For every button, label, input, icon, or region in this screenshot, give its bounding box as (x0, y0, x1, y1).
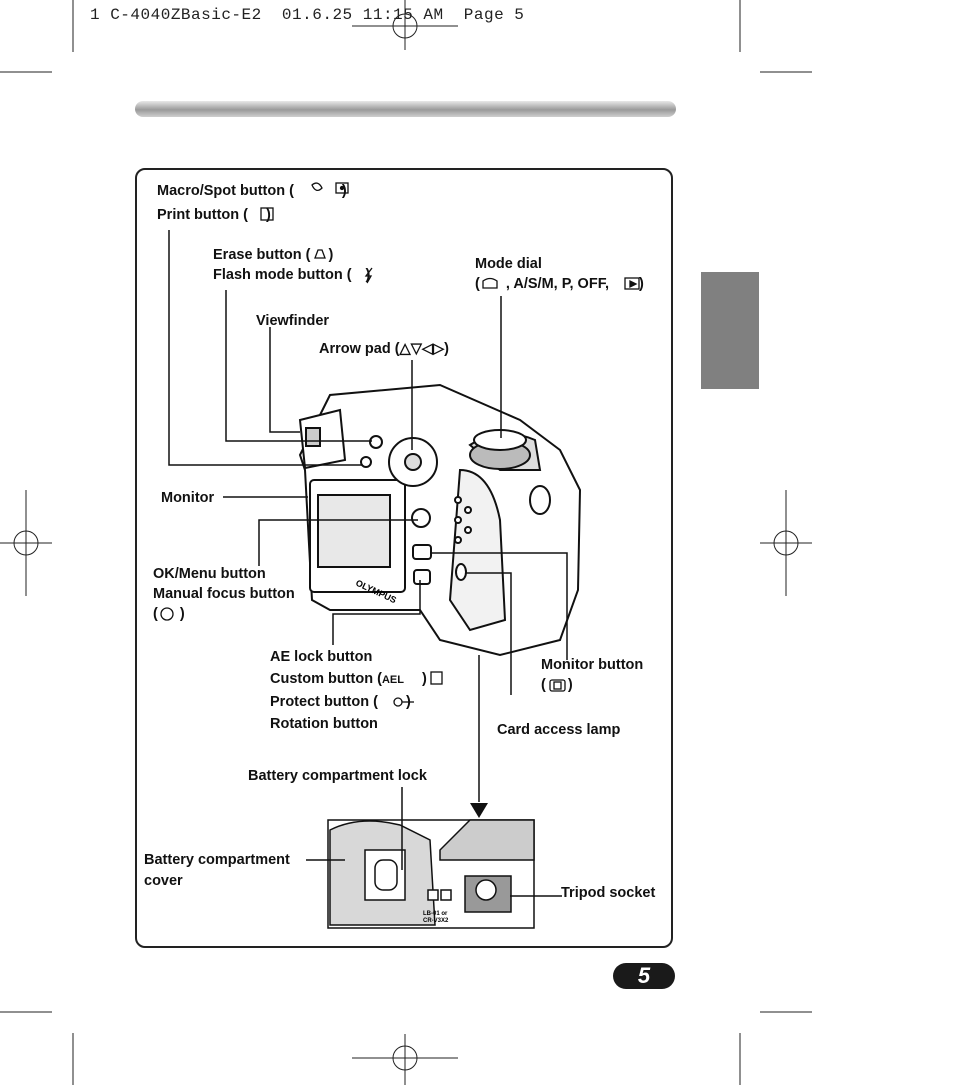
print-header: 1 C-4040ZBasic-E2 01.6.25 11:15 AM Page … (90, 6, 525, 24)
ae-lock-label: AE lock button (270, 649, 373, 665)
playback-icon (624, 277, 640, 290)
rotation-label: Rotation button (270, 716, 378, 732)
manual-focus-label: Manual focus button (153, 586, 295, 602)
flash-label: Flash mode button () (213, 267, 371, 283)
battery-text-1: LB-01 or (423, 911, 448, 917)
ok-menu-icon (160, 607, 174, 621)
print-icon (260, 207, 274, 221)
custom-label: Custom button (AEL) (270, 671, 427, 687)
tripod-label: Tripod socket (561, 885, 656, 901)
flash-icon (364, 267, 373, 284)
section-bar (135, 101, 676, 117)
battery-lock-label: Battery compartment lock (248, 768, 427, 784)
arrow-pad-label: Arrow pad (△▽◁▷) (319, 341, 449, 357)
print-label: Print button () (157, 207, 271, 223)
card-lamp-label: Card access lamp (497, 722, 621, 738)
monitor-label: Monitor (161, 490, 215, 506)
scene-icon (482, 277, 498, 289)
ok-menu-label: OK/Menu button (153, 566, 266, 582)
monitor-button-icon-label: () (541, 677, 573, 693)
chapter-tab (701, 272, 759, 389)
macro-icon (311, 182, 323, 192)
protect-label: Protect button () (270, 694, 411, 710)
mode-dial-label: Mode dial (475, 256, 542, 272)
custom-icon (430, 671, 443, 685)
monitor-button-label: Monitor button (541, 657, 644, 673)
viewfinder-label: Viewfinder (256, 313, 330, 329)
macro-spot-label: Macro/Spot button () (157, 183, 347, 199)
mode-dial-options: (, A/S/M, P, OFF,) (475, 276, 644, 292)
diagram-frame (135, 168, 673, 948)
battery-text-2: CR-V3X2 (423, 918, 449, 924)
bottom-inset (327, 819, 535, 929)
battery-cover-label: Battery compartment (144, 852, 290, 868)
erase-label: Erase button () (213, 247, 334, 263)
battery-cover-label-2: cover (144, 873, 183, 889)
camera-body (298, 383, 582, 657)
erase-icon (314, 249, 326, 259)
monitor-icon (549, 679, 566, 692)
page-number: 5 (613, 963, 675, 989)
ok-menu-icon-label: () (153, 606, 185, 622)
spot-icon (335, 182, 349, 194)
leader-lines (168, 230, 568, 897)
arrow-head (470, 803, 488, 818)
